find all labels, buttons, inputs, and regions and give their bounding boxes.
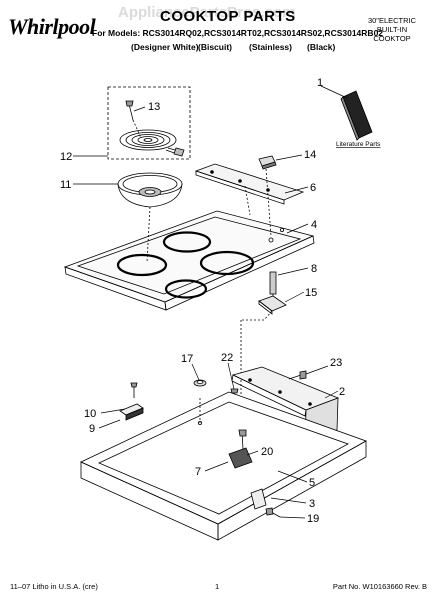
callout-6: 6 xyxy=(310,182,316,194)
product-type: 30"ELECTRIC BUILT-IN COOKTOP xyxy=(357,16,427,43)
mounting-clip xyxy=(258,295,287,315)
callout-8: 8 xyxy=(311,263,317,275)
callout-9: 9 xyxy=(89,423,95,435)
footer-litho: 11–07 Litho in U.S.A. (cre) xyxy=(10,582,98,591)
whirlpool-logo: Whirlpool ® xyxy=(8,14,96,40)
registered-mark: ® xyxy=(32,24,36,29)
burner-box xyxy=(80,391,367,541)
callout-23: 23 xyxy=(330,357,342,369)
surface-element-coil xyxy=(119,129,185,157)
callout-11: 11 xyxy=(60,179,71,191)
callout-15: 15 xyxy=(305,287,317,299)
alignment-lines xyxy=(132,119,273,430)
callout-3: 3 xyxy=(309,498,315,510)
callout-13: 13 xyxy=(148,101,160,113)
models-line: For Models: RCS3014RQ02,RCS3014RT02,RCS3… xyxy=(92,28,384,38)
indicator-light xyxy=(258,155,277,170)
side-screw xyxy=(265,507,281,518)
product-type-line-2: BUILT-IN xyxy=(376,25,408,34)
side-bracket xyxy=(250,488,267,510)
element-screw xyxy=(125,100,134,121)
drip-bowl xyxy=(117,172,183,208)
color-biscuit: (Biscuit) xyxy=(198,42,232,52)
literature-booklet xyxy=(340,90,373,141)
footer-part-number: Part No. W10163660 Rev. B xyxy=(332,582,427,591)
grommet xyxy=(193,379,207,387)
terminal-strip xyxy=(119,382,144,421)
callout-20: 20 xyxy=(261,446,273,458)
color-stainless: (Stainless) xyxy=(249,42,292,52)
footer-page-number: 1 xyxy=(215,582,220,591)
callout-22: 22 xyxy=(221,352,233,364)
callout-10: 10 xyxy=(84,408,96,420)
callout-7: 7 xyxy=(195,466,201,478)
product-type-line-3: COOKTOP xyxy=(373,34,411,43)
callout-12: 12 xyxy=(60,151,72,163)
callout-19: 19 xyxy=(307,513,319,525)
control-bracket xyxy=(194,163,305,205)
callout-2: 2 xyxy=(339,386,345,398)
product-type-line-1: 30"ELECTRIC xyxy=(367,16,417,25)
callout-17: 17 xyxy=(181,353,193,365)
literature-parts-label: Literature Parts xyxy=(336,141,381,148)
callout-4: 4 xyxy=(311,219,317,231)
control-switch xyxy=(228,429,253,469)
color-black: (Black) xyxy=(307,42,336,52)
color-designer-white: (Designer White) xyxy=(131,42,199,52)
watermark-text: AppliancePartsPros.com xyxy=(118,4,296,21)
bracket-screw xyxy=(288,370,307,380)
brand-name: Whirlpool xyxy=(8,14,96,39)
callout-numbers: 1 2 3 4 5 6 7 8 9 10 11 12 13 14 15 17 1… xyxy=(60,77,381,525)
page-title: COOKTOP PARTS xyxy=(160,8,296,25)
callout-5: 5 xyxy=(309,477,315,489)
callout-14: 14 xyxy=(304,149,316,161)
leader-lines xyxy=(73,85,348,519)
glass-cooktop xyxy=(63,210,315,311)
callout-1: 1 xyxy=(317,77,323,89)
element-detail-box xyxy=(107,86,191,160)
